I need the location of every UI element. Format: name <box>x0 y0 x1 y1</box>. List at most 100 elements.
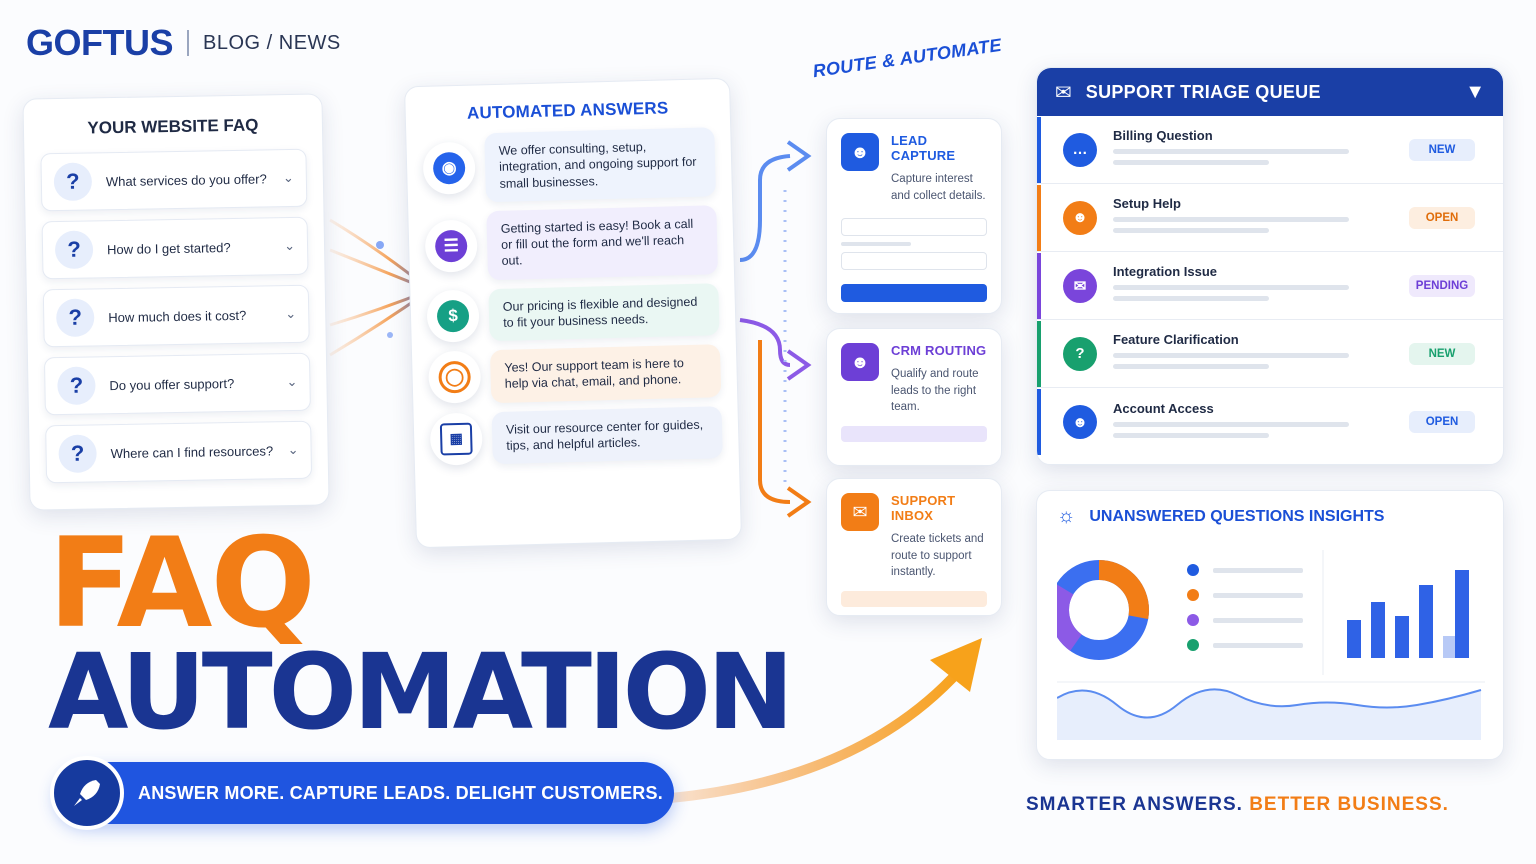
row-accent-bar <box>1037 389 1041 455</box>
faq-item[interactable]: ? How much does it cost? ⌄ <box>42 284 310 348</box>
faq-question: What services do you offer? <box>105 170 267 189</box>
form-field[interactable] <box>841 252 987 271</box>
route-automate-label: ROUTE & AUTOMATE <box>811 34 1003 82</box>
tagline-text: ANSWER MORE. CAPTURE LEADS. DELIGHT CUST… <box>138 782 663 803</box>
book-icon: ▦ <box>429 412 483 466</box>
answer-item: ☰ Getting started is easy! Book a call o… <box>424 204 719 281</box>
placeholder-line <box>1113 432 1269 438</box>
answer-text: Our pricing is flexible and designed to … <box>488 282 720 342</box>
status-badge: NEW <box>1409 342 1475 365</box>
chat-icon: ✉ <box>1055 81 1072 104</box>
answer-item: ▦ Visit our resource center for guides, … <box>429 405 723 466</box>
triage-header: ✉ SUPPORT TRIAGE QUEUE ▼ <box>1037 68 1503 116</box>
chevron-down-icon[interactable]: ⌄ <box>287 441 299 458</box>
question-icon: ? <box>55 298 95 338</box>
brand-divider <box>187 30 189 56</box>
support-inbox-card: ✉ SUPPORT INBOX Create tickets and route… <box>826 478 1002 616</box>
headset-icon: ◯ <box>427 350 482 405</box>
row-accent-bar <box>1037 184 1041 251</box>
answer-item: ◉ We offer consulting, setup, integratio… <box>422 127 716 203</box>
row-title: Account Access <box>1113 400 1214 416</box>
status-badge: NEW <box>1409 138 1475 161</box>
filter-icon[interactable]: ▼ <box>1465 80 1485 103</box>
chevron-down-icon[interactable]: ⌄ <box>282 169 294 186</box>
triage-row[interactable]: … Billing Question NEW <box>1037 116 1503 184</box>
chat-icon: … <box>1063 132 1097 167</box>
support-inbox-desc: Create tickets and route to support inst… <box>891 533 984 579</box>
triage-row[interactable]: ✉ Integration Issue PENDING <box>1037 252 1503 320</box>
faq-item[interactable]: ? How do I get started? ⌄ <box>41 216 309 280</box>
triage-row[interactable]: ? Feature Clarification NEW <box>1037 320 1503 388</box>
form-field[interactable] <box>841 218 987 237</box>
user-icon: ☻ <box>1063 405 1097 439</box>
answer-text: We offer consulting, setup, integration,… <box>484 127 716 202</box>
row-accent-bar <box>1037 320 1041 387</box>
headline-automation: AUTOMATION <box>48 631 794 753</box>
triage-row[interactable]: ☻ Account Access OPEN <box>1037 388 1503 456</box>
placeholder-line <box>1113 353 1349 358</box>
faq-question: Where can I find resources? <box>110 442 274 461</box>
row-title: Setup Help <box>1113 196 1181 211</box>
insights-title: UNANSWERED QUESTIONS INSIGHTS <box>1089 507 1385 525</box>
unanswered-insights-card: ☼ UNANSWERED QUESTIONS INSIGHTS <box>1036 490 1504 760</box>
donut-chart-icon <box>1049 560 1149 660</box>
row-title: Feature Clarification <box>1113 332 1239 347</box>
faq-item[interactable]: ? Where can I find resources? ⌄ <box>45 420 313 484</box>
answer-item: ◯ Yes! Our support team is here to help … <box>427 344 722 405</box>
triage-row[interactable]: ☻ Setup Help OPEN <box>1037 184 1503 252</box>
lead-capture-title: LEAD CAPTURE <box>891 133 956 163</box>
rocket-icon <box>50 756 124 830</box>
placeholder-line <box>1113 160 1269 165</box>
placeholder-line <box>1113 217 1349 222</box>
question-icon: ? <box>54 230 94 270</box>
faq-question: How do I get started? <box>106 239 231 257</box>
section-label[interactable]: BLOG / NEWS <box>203 31 341 54</box>
users-icon: ☻ <box>841 343 879 381</box>
faq-item[interactable]: ? What services do you offer? ⌄ <box>40 148 308 212</box>
bar-chart-icon <box>1347 570 1469 658</box>
crm-routing-desc: Qualify and route leads to the right tea… <box>891 368 979 414</box>
placeholder-line <box>1113 285 1349 290</box>
chevron-down-icon[interactable]: ⌄ <box>286 373 298 390</box>
mail-icon: ✉ <box>1063 268 1097 303</box>
lightbulb-icon: ☼ <box>1057 505 1076 527</box>
placeholder-line <box>1113 364 1269 369</box>
headline-faq: FAQ <box>48 512 316 656</box>
placeholder-line <box>1113 228 1269 233</box>
form-label-line <box>841 242 911 247</box>
faq-item[interactable]: ? Do you offer support? ⌄ <box>43 352 311 416</box>
crm-routing-title: CRM ROUTING <box>891 343 987 358</box>
placeholder-line <box>1113 149 1349 154</box>
status-badge: OPEN <box>1409 206 1475 229</box>
placeholder-line <box>1113 421 1349 427</box>
chevron-down-icon[interactable]: ⌄ <box>285 305 297 322</box>
crm-placeholder-bar <box>841 426 987 443</box>
support-inbox-title: SUPPORT INBOX <box>891 493 956 523</box>
user-icon: ☻ <box>1063 200 1097 235</box>
legend-icon <box>1187 564 1303 651</box>
mail-icon: ✉ <box>841 493 879 531</box>
lead-capture-desc: Capture interest and collect details. <box>891 173 986 202</box>
chevron-down-icon[interactable]: ⌄ <box>283 237 296 254</box>
robot-icon: ◉ <box>422 141 476 196</box>
answer-item: $ Our pricing is flexible and designed t… <box>426 282 720 343</box>
faq-question: Do you offer support? <box>109 375 235 393</box>
brand-logo[interactable]: GOFTUS <box>26 22 174 63</box>
question-icon: ? <box>57 366 96 406</box>
question-icon: ? <box>58 434 97 474</box>
answers-card-title: AUTOMATED ANSWERS <box>466 98 669 123</box>
growth-arrow-icon <box>669 638 982 803</box>
chat-icon: ☰ <box>424 219 478 273</box>
insights-header: ☼ UNANSWERED QUESTIONS INSIGHTS <box>1057 505 1483 528</box>
row-accent-bar <box>1037 116 1041 183</box>
footer-slogan: SMARTER ANSWERS. BETTER BUSINESS. <box>1026 794 1449 816</box>
placeholder-line <box>1113 296 1269 301</box>
faq-card-title: YOUR WEBSITE FAQ <box>87 115 259 138</box>
insights-visual <box>1049 550 1485 750</box>
faq-card: YOUR WEBSITE FAQ ? What services do you … <box>22 93 330 511</box>
inbox-placeholder-bar <box>841 591 987 608</box>
submit-button[interactable] <box>841 284 987 303</box>
automated-answers-card: AUTOMATED ANSWERS ◉ We offer consulting,… <box>404 77 742 549</box>
support-triage-queue: ✉ SUPPORT TRIAGE QUEUE ▼ … Billing Quest… <box>1036 67 1504 465</box>
user-icon: ☻ <box>841 133 879 171</box>
